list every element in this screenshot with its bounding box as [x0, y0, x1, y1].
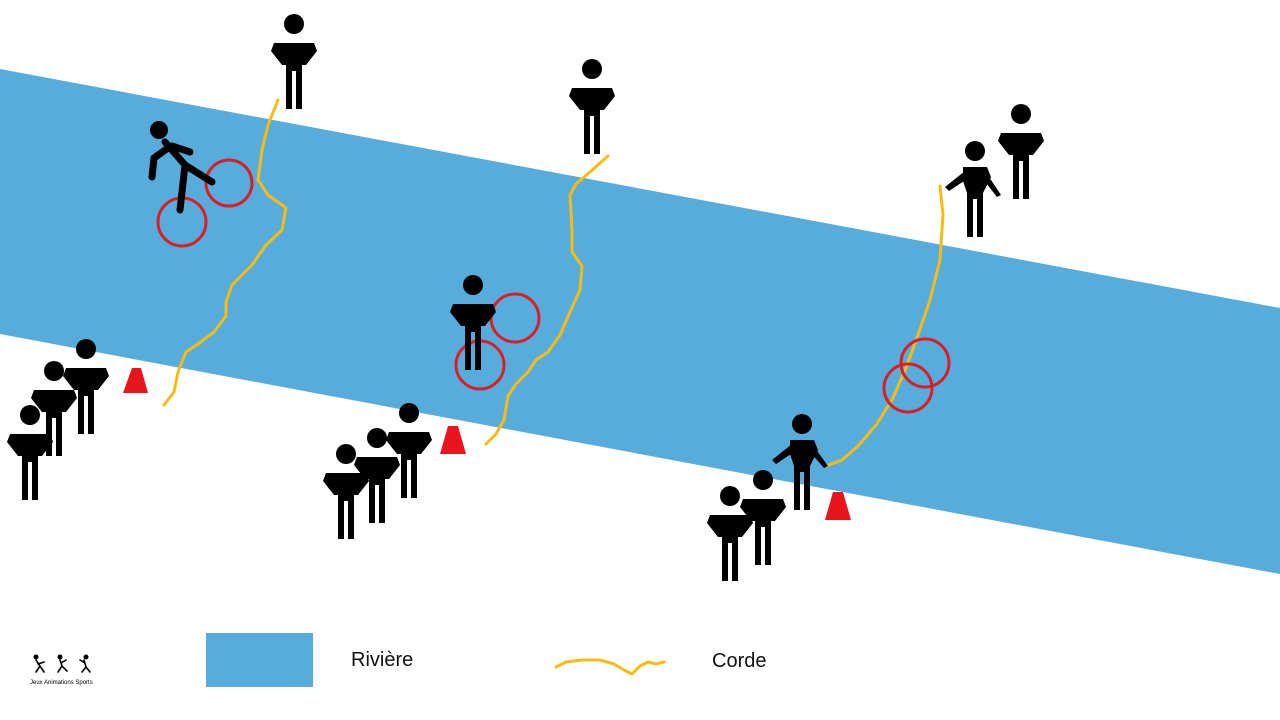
legend-river-label: Rivière	[351, 649, 414, 671]
hoop	[882, 362, 934, 414]
cone-icon	[825, 492, 851, 520]
rope-1	[162, 98, 288, 407]
people	[7, 14, 1044, 581]
hoop	[204, 158, 254, 208]
rope-3	[824, 184, 945, 468]
cone-icon	[123, 368, 148, 393]
cone-icon	[440, 426, 466, 454]
river	[0, 69, 1280, 574]
legend-rope-sample	[554, 658, 666, 676]
person-standing-icon	[998, 104, 1044, 199]
person-pointing-icon	[945, 141, 1001, 237]
logo-icon: Jeux Animations Sports	[30, 654, 93, 686]
cones	[123, 368, 851, 520]
legend-river-swatch	[206, 633, 313, 687]
person-pointing-icon	[772, 414, 828, 510]
person-standing-icon	[271, 14, 317, 109]
person-falling-icon	[148, 121, 216, 214]
legend-rope-label: Corde	[712, 650, 767, 672]
person-standing-icon	[386, 403, 432, 498]
hoop	[899, 337, 951, 389]
logo-text: Jeux Animations Sports	[30, 680, 93, 686]
ropes	[162, 98, 945, 468]
person-standing-icon	[63, 339, 109, 434]
person-standing-icon	[569, 59, 615, 154]
rope-2	[484, 154, 610, 446]
